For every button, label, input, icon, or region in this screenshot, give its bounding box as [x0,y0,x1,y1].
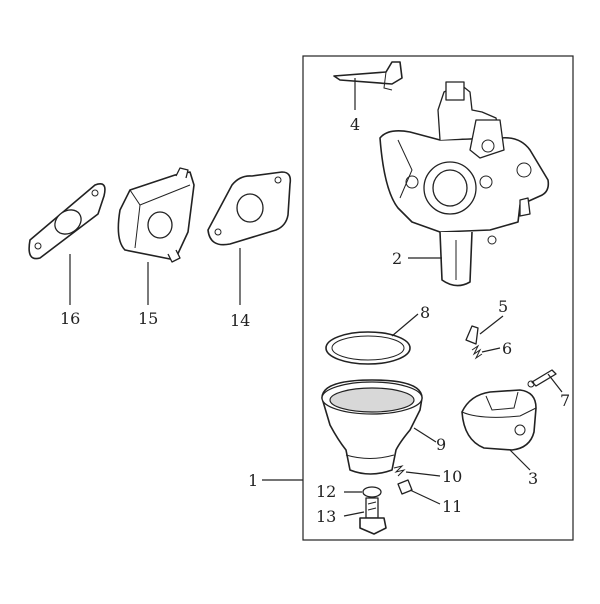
carburetor-body-2 [379,81,550,287]
insulator-15 [117,167,195,263]
label-part-4: 4 [350,115,360,134]
label-part-5: 5 [498,297,508,316]
label-part-6: 6 [502,339,512,358]
spring-6 [471,344,483,360]
screw-11 [397,479,413,495]
spring-10 [393,465,406,477]
assembly-frame [302,55,574,541]
label-part-15: 15 [138,309,158,328]
label-part-2: 2 [392,249,402,268]
needle-5 [465,325,479,345]
float-bowl-9 [321,379,423,475]
washer-12 [362,486,382,498]
gasket-16 [28,183,106,260]
label-part-3: 3 [528,469,538,488]
label-part-8: 8 [420,303,430,322]
float-3 [461,389,537,451]
float-pin-7 [527,369,557,388]
gasket-ring-8 [325,331,411,365]
label-part-9: 9 [436,435,446,454]
label-part-12: 12 [316,482,336,501]
label-part-14: 14 [230,311,250,330]
leader-lines [69,78,563,517]
gasket-14 [207,171,292,246]
label-part-16: 16 [60,309,80,328]
label-part-7: 7 [560,391,570,410]
label-part-13: 13 [316,507,336,526]
label-part-1: 1 [248,471,258,490]
label-part-10: 10 [442,467,462,486]
bowl-bolt-13 [359,497,387,535]
choke-lever-4 [333,61,403,91]
label-part-11: 11 [442,497,462,516]
